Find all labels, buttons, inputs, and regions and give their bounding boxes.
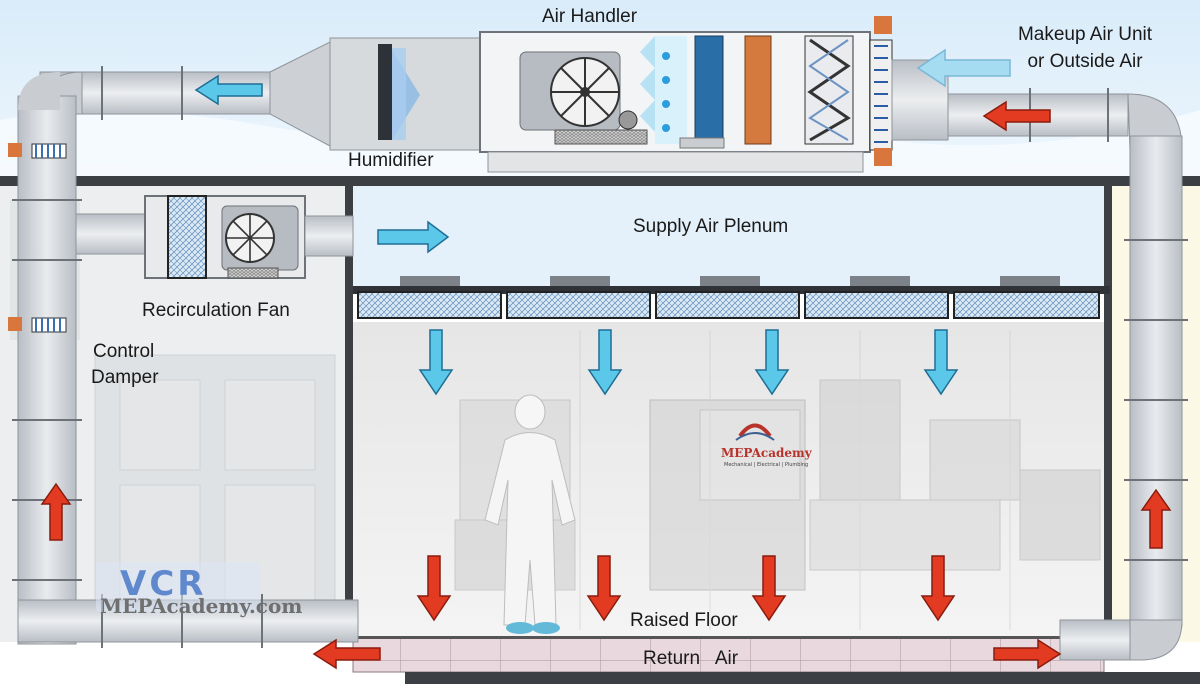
control-damper-label-line1: Control [93,341,155,362]
supply-air-plenum [353,186,1110,286]
cooling-coil [694,35,724,141]
control-damper-lower [8,317,67,333]
duct-left-vertical [17,95,77,645]
recirculation-fan [144,195,354,279]
supply-air-plenum-label: Supply Air Plenum [633,216,789,237]
control-damper-upper [8,143,67,159]
mepacademy-badge-logo [735,423,775,441]
supply-fan [519,51,648,145]
vcr-logo-box [96,562,260,612]
makeup-air-label-line2: or Outside Air [1027,51,1143,72]
humidifier-label: Humidifier [348,150,434,171]
return-air-label: Return Air [643,648,739,669]
return-arrows [40,100,1172,670]
raised-floor-label: Raised Floor [630,610,738,631]
wall-right [1104,186,1112,642]
cleanroom-worker [484,394,576,634]
hepa-filter-bank [357,276,1100,319]
air-handler-label: Air Handler [542,6,638,27]
mepacademy-url-logo: MEPAcademy.com [100,594,303,618]
wall-left [345,186,353,642]
supply-arrows-down [418,329,959,396]
duct-right-vertical [1129,135,1183,627]
mepacademy-badge-sub: Mechanical | Electrical | Plumbing [724,462,809,468]
control-damper-label-line2: Damper [91,367,159,388]
vcr-logo: VCR [120,564,207,604]
roof-line [0,176,1200,186]
recirculation-fan-label: Recirculation Fan [142,300,290,321]
mepacademy-badge-name: MEPAcademy [721,446,812,460]
supply-arrows-top [194,48,1011,254]
makeup-air-label-line1: Makeup Air Unit [1017,24,1153,45]
heating-coil [744,35,772,145]
